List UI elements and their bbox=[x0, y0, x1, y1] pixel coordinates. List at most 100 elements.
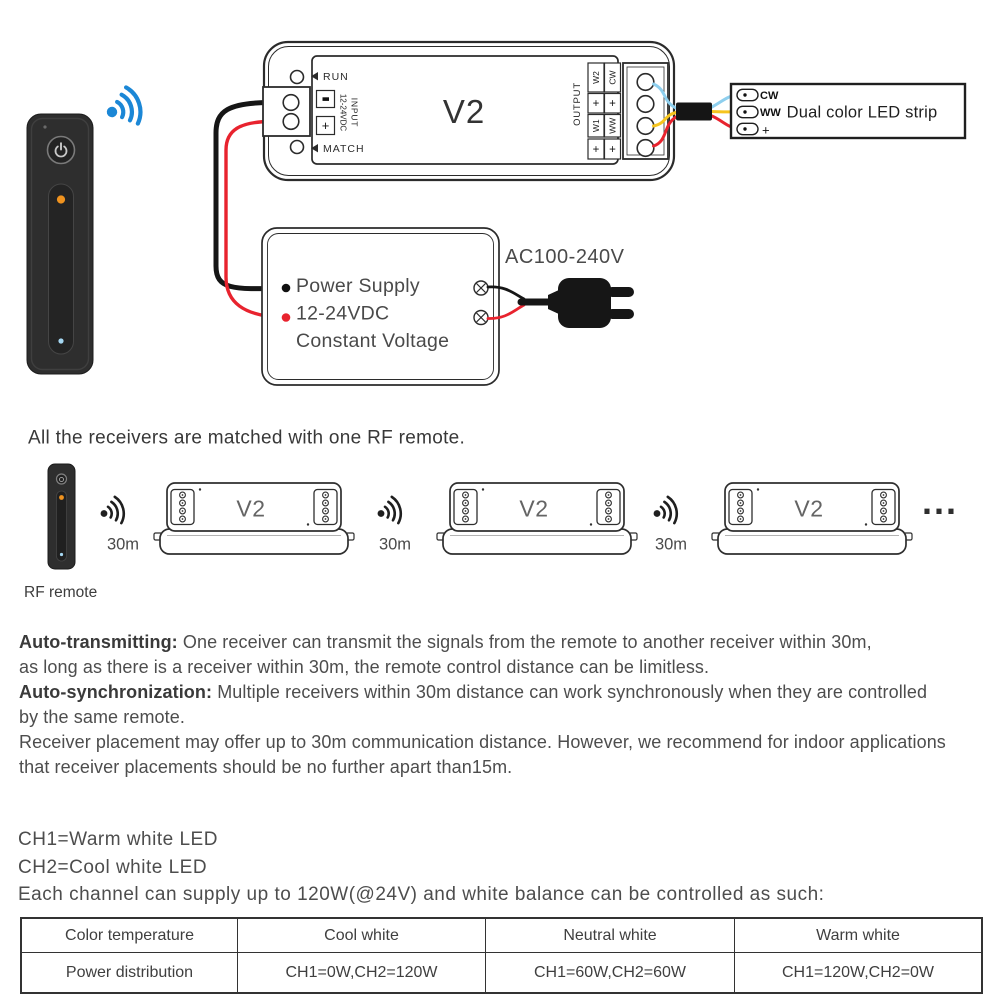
wire-connector bbox=[676, 102, 712, 121]
dc-positive-dot bbox=[281, 313, 291, 322]
run-arrow-icon bbox=[311, 72, 318, 81]
rf-remote bbox=[26, 113, 94, 375]
out-cw-label: CW bbox=[608, 70, 618, 84]
note-line-2: as long as there is a receiver within 30… bbox=[19, 655, 989, 680]
power-supply-line1: Power Supply bbox=[296, 275, 420, 297]
header-color-temperature: Color temperature bbox=[20, 917, 238, 953]
header-cool-white: Cool white bbox=[237, 917, 486, 953]
note-text: Receiver placement may offer up to 30m c… bbox=[19, 732, 946, 752]
plus-wire-a bbox=[652, 115, 678, 148]
slider-cool-dot bbox=[58, 338, 64, 344]
led-strip-title: Dual color LED strip bbox=[787, 104, 938, 122]
pad-cw bbox=[736, 88, 759, 102]
power-supply-box-inner bbox=[267, 233, 494, 380]
ac-black-wire bbox=[486, 285, 526, 301]
dc-positive-wire bbox=[224, 119, 285, 320]
screw-hole-top bbox=[289, 69, 305, 85]
note-line-4: by the same remote. bbox=[19, 705, 989, 730]
power-supply: Power Supply 12-24VDC Constant Voltage bbox=[261, 227, 500, 386]
out-plus2-label: + bbox=[609, 98, 616, 110]
dc-negative-wire bbox=[213, 100, 286, 292]
input-terminal-2 bbox=[282, 112, 300, 131]
note-text: Multiple receivers within 30m distance c… bbox=[212, 682, 928, 702]
note-line-5: Receiver placement may offer up to 30m c… bbox=[19, 730, 989, 755]
receiver-model-label: V2 bbox=[794, 496, 823, 522]
small-slider-cool-dot bbox=[59, 552, 64, 557]
output-label-boxes bbox=[587, 62, 622, 160]
small-slider-warm-dot bbox=[59, 495, 64, 500]
pad-plus-dot bbox=[743, 127, 747, 131]
input-label: INPUT bbox=[350, 98, 360, 128]
table-row: Power distribution CH1=0W,CH2=120W CH1=6… bbox=[20, 952, 983, 994]
screw-hole-bottom bbox=[289, 139, 305, 155]
matching-heading: All the receivers are matched with one R… bbox=[28, 428, 465, 449]
out-ww-label: WW bbox=[608, 118, 618, 134]
out-plus3-label: + bbox=[593, 144, 600, 156]
cell-neutral-white-power: CH1=60W,CH2=60W bbox=[485, 952, 735, 994]
header-neutral-white: Neutral white bbox=[485, 917, 735, 953]
out-plus1-label: + bbox=[593, 98, 600, 110]
out-w2-label: W2 bbox=[591, 71, 601, 84]
input-plus-box bbox=[315, 115, 336, 136]
channels-section: CH1=Warm white LED CH2=Cool white LED Ea… bbox=[18, 826, 824, 909]
notes-section: Auto-transmitting: One receiver can tran… bbox=[19, 630, 989, 780]
v2-controller: RUN MATCH + 12-24VDC INPUT V2 OUTPUT W2 … bbox=[262, 40, 676, 182]
output-terminal-2 bbox=[636, 94, 655, 114]
rf-signal-dot bbox=[106, 106, 118, 118]
run-label: RUN bbox=[323, 71, 349, 83]
plug-prong-top bbox=[607, 287, 634, 297]
pad-plus-label: + bbox=[762, 123, 770, 138]
signal-icon-2 bbox=[373, 494, 405, 529]
input-voltage-label: 12-24VDC bbox=[339, 94, 348, 132]
matching-diagram: All the receivers are matched with one R… bbox=[24, 428, 958, 602]
pad-ww-dot bbox=[743, 110, 747, 114]
power-supply-line3: Constant Voltage bbox=[296, 330, 449, 352]
power-icon bbox=[54, 145, 68, 158]
distance-label-1: 30m bbox=[107, 536, 139, 554]
table-header-row: Color temperature Cool white Neutral whi… bbox=[20, 917, 983, 953]
pad-ww bbox=[736, 105, 759, 119]
controller-model-label: V2 bbox=[443, 93, 485, 130]
pad-plus bbox=[736, 122, 759, 136]
pad-cw-dot bbox=[743, 93, 747, 97]
auto-transmitting-label: Auto-transmitting: bbox=[19, 632, 178, 652]
more-receivers-ellipsis: ... bbox=[922, 481, 958, 522]
slider-warm-dot bbox=[56, 195, 66, 204]
out-plus4-label: + bbox=[609, 144, 616, 156]
distance-label-3: 30m bbox=[655, 536, 687, 554]
output-label: OUTPUT bbox=[572, 82, 583, 126]
pad-ww-label: WW bbox=[760, 107, 781, 119]
match-label: MATCH bbox=[323, 143, 365, 155]
receiver-model-label: V2 bbox=[519, 496, 548, 522]
header-warm-white: Warm white bbox=[734, 917, 983, 953]
white-balance-table: Color temperature Cool white Neutral whi… bbox=[20, 917, 983, 994]
out-w1-label: W1 bbox=[591, 119, 601, 132]
input-plus-label: + bbox=[322, 118, 330, 133]
note-line-1: Auto-transmitting: One receiver can tran… bbox=[19, 630, 989, 655]
ac-red-wire bbox=[486, 303, 526, 320]
dc-negative-dot bbox=[281, 283, 291, 293]
ac-plug bbox=[548, 278, 634, 328]
cell-cool-white-power: CH1=0W,CH2=120W bbox=[237, 952, 486, 994]
signal-icon-1 bbox=[96, 494, 128, 529]
power-supply-line2: 12-24VDC bbox=[296, 303, 389, 325]
strip-wires bbox=[652, 82, 740, 148]
pad-cw-label: CW bbox=[760, 90, 779, 102]
note-line-6: that receiver placements should be no fu… bbox=[19, 755, 989, 780]
input-terminal-1 bbox=[282, 93, 300, 112]
small-power-icon bbox=[59, 477, 64, 482]
channels-note: Each channel can supply up to 120W(@24V)… bbox=[18, 884, 825, 905]
output-terminal-3 bbox=[636, 116, 655, 136]
remote-body-edge bbox=[30, 117, 90, 371]
power-supply-box bbox=[261, 227, 500, 386]
plug-neck bbox=[548, 289, 561, 315]
output-terminal-1 bbox=[636, 72, 655, 92]
cw-wire-a bbox=[652, 82, 678, 110]
note-text: as long as there is a receiver within 30… bbox=[19, 657, 710, 677]
rf-signal-icon bbox=[106, 85, 143, 126]
receiver-1: V2 bbox=[153, 482, 355, 555]
ac-terminals bbox=[473, 280, 489, 326]
rf-remote-label: RF remote bbox=[24, 584, 97, 601]
cell-power-distribution: Power distribution bbox=[20, 952, 238, 994]
receiver-2: V2 bbox=[436, 482, 638, 555]
